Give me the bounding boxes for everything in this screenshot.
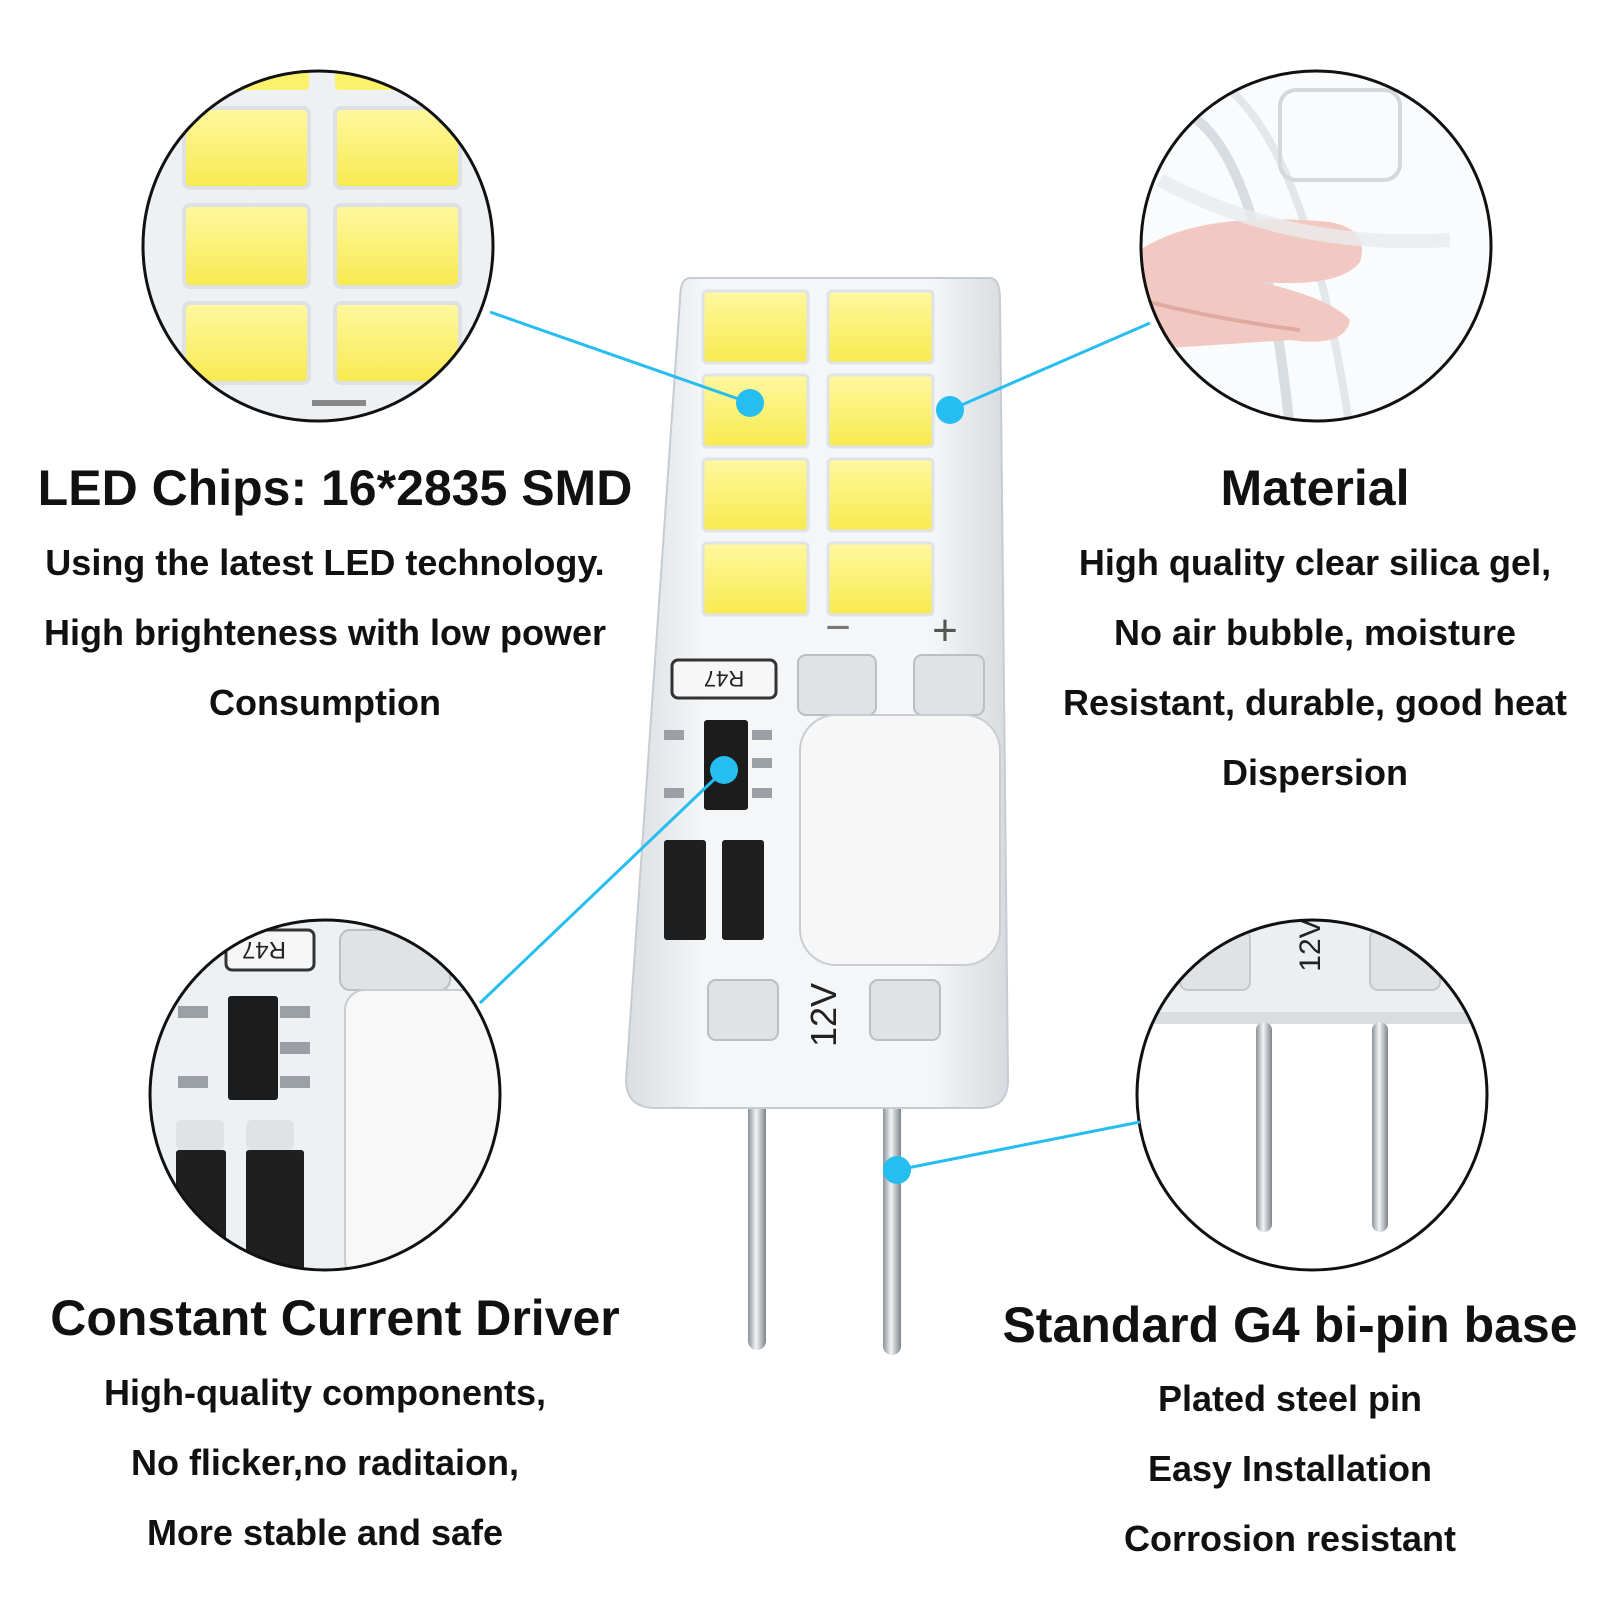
led-chip	[826, 457, 935, 533]
bulb-minus-mark: −	[825, 603, 851, 652]
bulb-pin-right	[883, 1100, 901, 1355]
led-chip	[701, 289, 810, 365]
bulb-solder-pad	[913, 654, 985, 716]
svg-text:R47: R47	[242, 936, 286, 963]
bulb-solder-pad	[797, 654, 877, 716]
led-chip-grid	[701, 289, 935, 617]
feature-line: High-quality components,	[103, 1372, 546, 1413]
feature-line: High brighteness with low power	[43, 612, 607, 653]
bulb-diode	[722, 840, 764, 940]
feature-line: Using the latest LED technology.	[45, 542, 605, 583]
feature-title: LED Chips: 16*2835 SMD	[37, 460, 633, 516]
callout-material	[936, 321, 1151, 424]
feature-title: Standard G4 bi-pin base	[1002, 1297, 1578, 1353]
bulb-solder-pad	[707, 979, 779, 1041]
feature-line: Plated steel pin	[1157, 1378, 1423, 1419]
bulb-resistor	[670, 658, 778, 700]
callout-leds	[489, 310, 764, 417]
led-chip	[701, 541, 810, 617]
feature-title: Material	[1220, 460, 1410, 516]
zoom-circle-led-chips	[141, 69, 495, 423]
bulb-diode	[664, 840, 706, 940]
callout-dot	[936, 396, 964, 424]
g4-led-bulb: − + R47 12V	[624, 277, 1010, 1355]
feature-line: Dispersion	[1221, 752, 1409, 793]
led-chip	[826, 289, 935, 365]
svg-text:12V: 12V	[1294, 918, 1327, 971]
bulb-voltage-label: 12V	[803, 983, 844, 1047]
zoom-circle-driver: R47	[148, 918, 502, 1272]
callout-base	[883, 1120, 1141, 1184]
feature-line: Resistant, durable, good heat	[1062, 682, 1568, 723]
finger-shape	[1141, 219, 1362, 350]
bulb-capacitor	[799, 714, 1001, 966]
led-chip	[826, 373, 935, 449]
callout-dot	[710, 756, 738, 784]
bulb-resistor-label: R47	[704, 666, 744, 691]
callout-dot	[736, 389, 764, 417]
bulb-solder-pad	[869, 979, 941, 1041]
led-chip	[826, 541, 935, 617]
feature-title: Constant Current Driver	[50, 1290, 620, 1346]
callout-dot	[883, 1156, 911, 1184]
feature-line: No flicker,no raditaion,	[130, 1442, 520, 1483]
feature-line: High quality clear silica gel,	[1078, 542, 1552, 583]
feature-line: Corrosion resistant	[1123, 1518, 1457, 1559]
feature-line: More stable and safe	[146, 1512, 504, 1553]
led-chip	[701, 457, 810, 533]
feature-line: Consumption	[209, 682, 441, 723]
bulb-plus-mark: +	[932, 606, 958, 655]
feature-line: Easy Installation	[1147, 1448, 1433, 1489]
callout-driver	[478, 756, 738, 1005]
zoom-circle-material	[1139, 69, 1493, 423]
feature-line: No air bubble, moisture	[1113, 612, 1517, 653]
zoom-circle-base: 12V	[1135, 918, 1489, 1272]
bulb-pin-left	[748, 1100, 766, 1350]
